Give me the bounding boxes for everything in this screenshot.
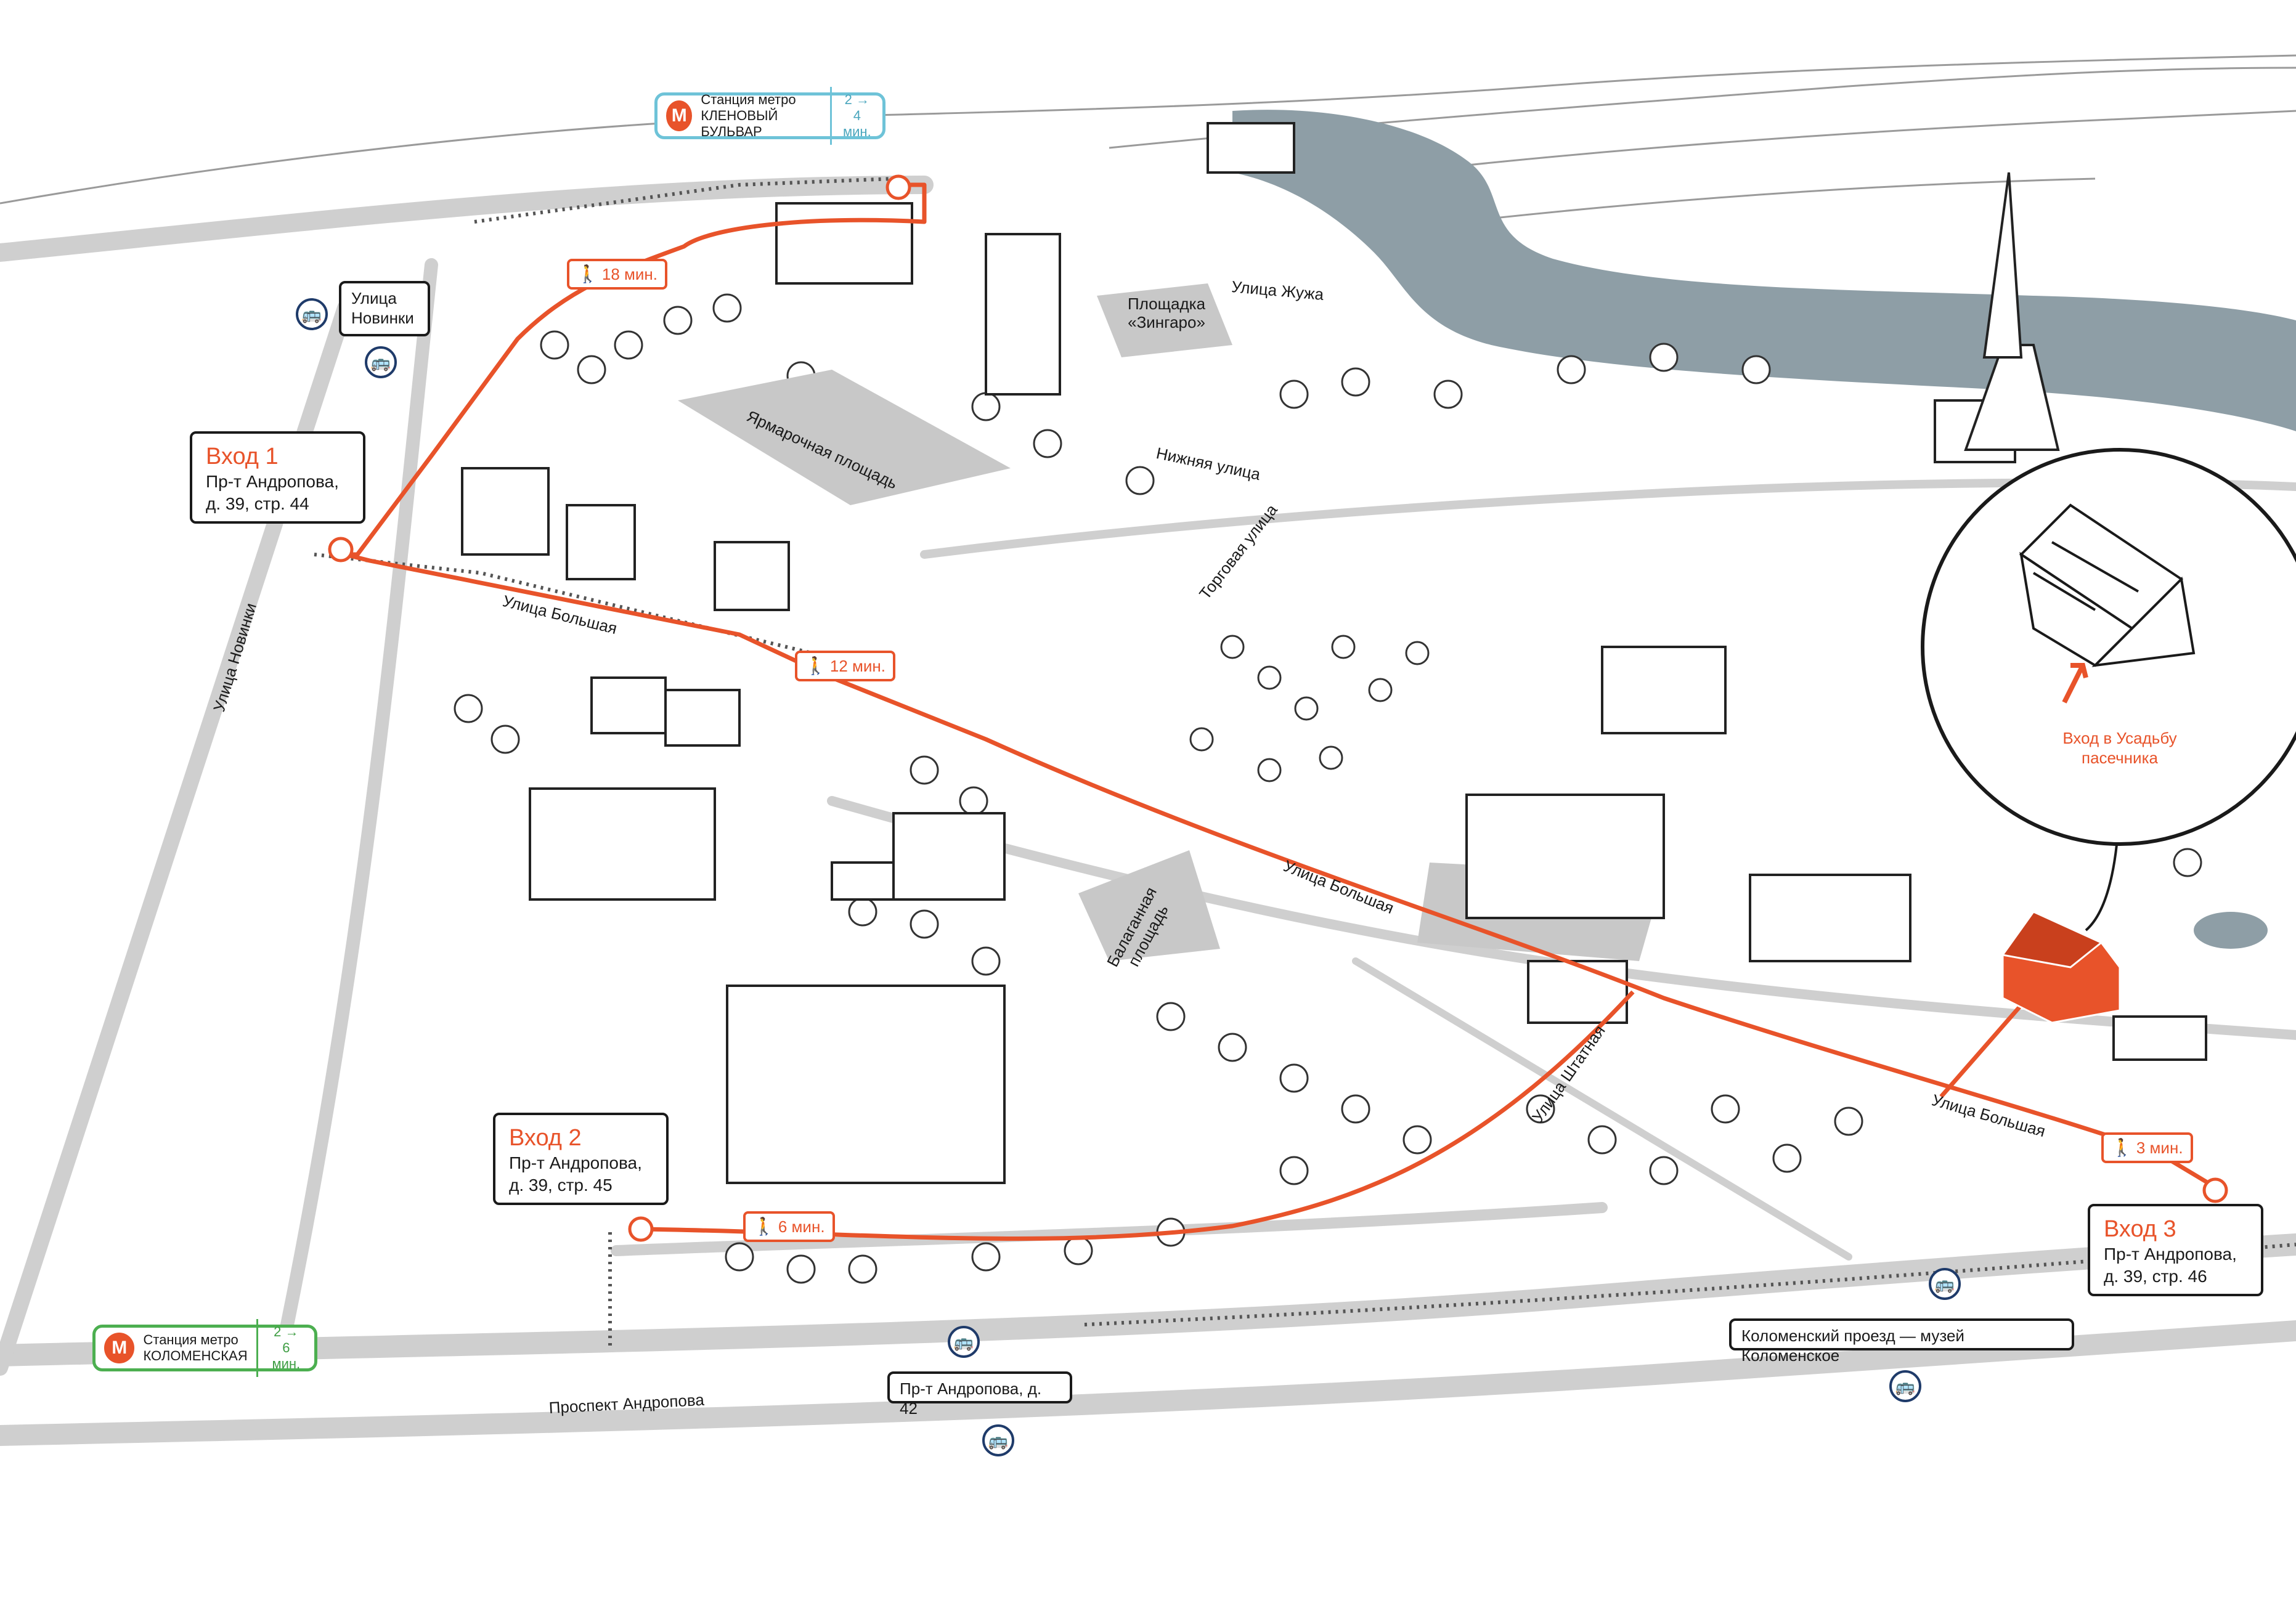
- trees: [454, 293, 2233, 1284]
- bus-icon: 🚌: [1889, 1370, 1921, 1402]
- square-zingaro: Площадка «Зингаро»: [1128, 294, 1206, 331]
- bus-icon: 🚌: [296, 298, 328, 330]
- bus-icon: 🚌: [948, 1326, 980, 1358]
- metro-klenovy-name: Станция метро КЛЕНОВЫЙ БУЛЬВАР: [701, 92, 796, 139]
- walk-time-6: 🚶6 мин.: [743, 1211, 835, 1242]
- metro-icon: M: [666, 100, 693, 131]
- walking-person-icon: 🚶: [805, 656, 826, 675]
- bus-stop-kolomensky-proezd[interactable]: Коломенский проезд — музей Коломенское: [1729, 1318, 2074, 1365]
- entrance-1-title: Вход 1: [206, 444, 279, 469]
- apiary-homestead-highlight: [2001, 911, 2121, 1024]
- entrance-3-address: Пр-т Андропова, д. 39, стр. 46: [2104, 1245, 2237, 1286]
- bus-stop-novinki[interactable]: Улица Новинки: [339, 281, 430, 336]
- walk-time-12: 🚶12 мин.: [795, 651, 895, 681]
- buildings: [461, 122, 2207, 1184]
- terrain-lines: [0, 54, 2296, 235]
- metro-kolomenskaya-time: 2 → 6 мин.: [256, 1319, 314, 1377]
- entrance-1-address: Пр-т Андропова, д. 39, стр. 44: [206, 472, 339, 513]
- metro-icon: M: [104, 1333, 135, 1363]
- entrance-2-address: Пр-т Андропова, д. 39, стр. 45: [509, 1153, 642, 1195]
- metro-kolomenskaya-name: Станция метро КОЛОМЕНСКАЯ: [143, 1332, 248, 1363]
- metro-klenovy-bulvar[interactable]: M Станция метро КЛЕНОВЫЙ БУЛЬВАР 2 → 4 м…: [654, 87, 885, 145]
- zoomed-house: [2019, 503, 2196, 667]
- metro-kolomenskaya[interactable]: M Станция метро КОЛОМЕНСКАЯ 2 → 6 мин.: [92, 1319, 317, 1377]
- metro-klenovy-time: 2 → 4 мин.: [829, 87, 882, 145]
- entrance-2-title: Вход 2: [509, 1125, 582, 1151]
- walking-person-icon: 🚶: [2111, 1138, 2133, 1157]
- walk-time-3: 🚶3 мин.: [2101, 1132, 2193, 1163]
- walking-person-icon: 🚶: [577, 264, 598, 283]
- river: [1232, 110, 2296, 432]
- apiary-entrance-label: Вход в Усадьбу пасечника: [2062, 729, 2177, 767]
- entrance-3-title: Вход 3: [2104, 1216, 2176, 1242]
- walking-person-icon: 🚶: [753, 1217, 775, 1236]
- entrance-3-callout[interactable]: Вход 3 Пр-т Андропова, д. 39, стр. 46: [2088, 1204, 2263, 1296]
- entrance-arrow: [2062, 663, 2088, 704]
- walk-time-18: 🚶18 мин.: [567, 259, 667, 290]
- bus-icon: 🚌: [1929, 1268, 1961, 1300]
- pond: [2194, 912, 2268, 949]
- bus-icon: 🚌: [982, 1424, 1014, 1456]
- bus-icon: 🚌: [365, 346, 397, 378]
- entrance-2-callout[interactable]: Вход 2 Пр-т Андропова, д. 39, стр. 45: [493, 1113, 669, 1205]
- entrance-1-callout[interactable]: Вход 1 Пр-т Андропова, д. 39, стр. 44: [190, 431, 365, 524]
- bus-stop-andropova-42[interactable]: Пр-т Андропова, д. 42: [887, 1371, 1072, 1418]
